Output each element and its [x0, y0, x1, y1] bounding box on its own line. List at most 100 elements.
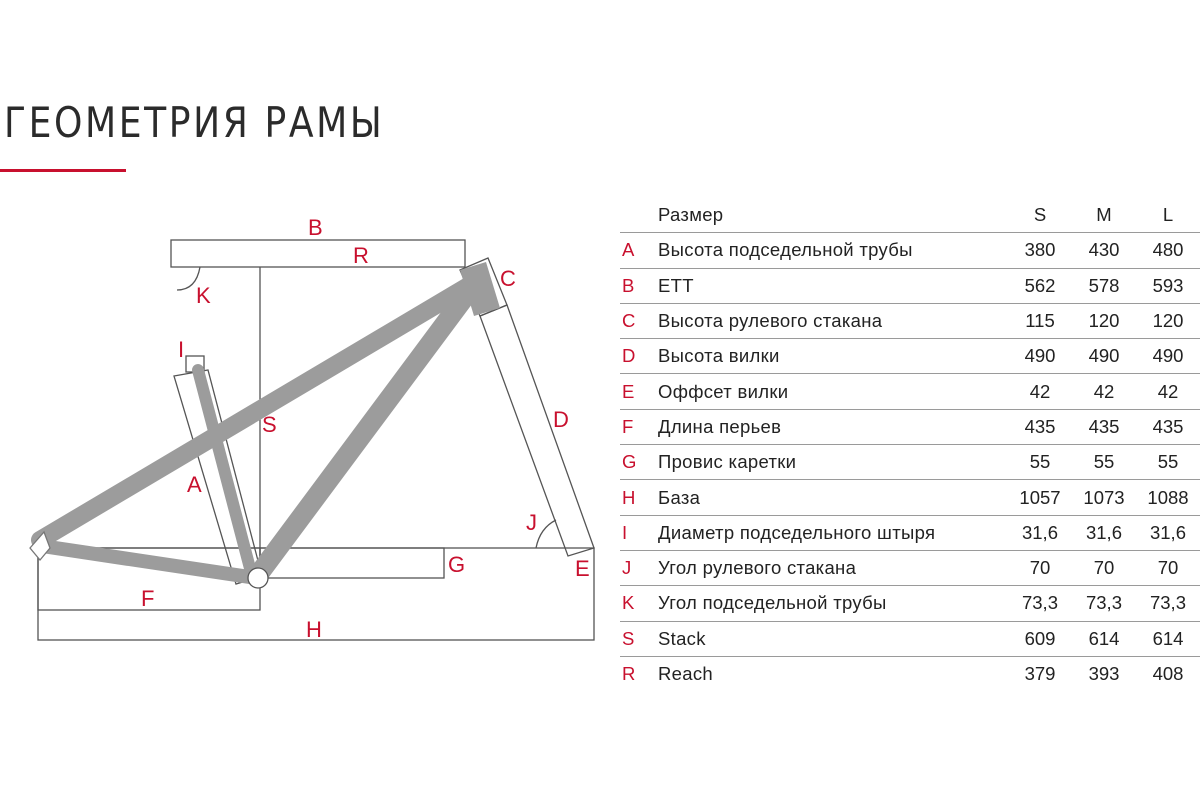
row-value-l: 73,3	[1136, 585, 1200, 622]
row-value-m: 55	[1072, 444, 1136, 481]
row-parameter-name: Оффсет вилки	[658, 373, 1008, 410]
row-value-l: 1088	[1136, 479, 1200, 516]
top-tube	[31, 276, 479, 549]
label-h: H	[306, 617, 322, 642]
header-size-m: M	[1072, 198, 1136, 234]
frame-geometry-diagram: B R C K I S D A J G E F H	[29, 215, 595, 642]
row-parameter-name: Высота рулевого стакана	[658, 303, 1008, 340]
row-value-m: 1073	[1072, 479, 1136, 516]
title-underline	[0, 169, 126, 172]
head-tube	[460, 262, 500, 316]
row-value-l: 120	[1136, 303, 1200, 340]
row-value-l: 480	[1136, 232, 1200, 269]
row-value-s: 42	[1008, 373, 1072, 410]
row-value-l: 70	[1136, 550, 1200, 587]
label-r: R	[353, 243, 369, 268]
seat-tube	[192, 364, 258, 582]
row-parameter-name: Высота вилки	[658, 338, 1008, 375]
table-row: R Reach 379 393 408	[620, 656, 1200, 691]
label-s: S	[262, 412, 277, 437]
row-value-s: 55	[1008, 444, 1072, 481]
row-value-m: 490	[1072, 338, 1136, 375]
row-value-s: 31,6	[1008, 515, 1072, 551]
row-value-s: 609	[1008, 621, 1072, 657]
label-a: A	[187, 472, 202, 497]
row-value-l: 55	[1136, 444, 1200, 481]
row-value-s: 380	[1008, 232, 1072, 269]
row-parameter-name: Reach	[658, 663, 713, 684]
row-value-l: 614	[1136, 621, 1200, 657]
row-parameter-name: Высота подседельной трубы	[658, 232, 1008, 269]
label-c: C	[500, 266, 516, 291]
row-letter: F	[620, 409, 658, 446]
row-value-m: 42	[1072, 373, 1136, 410]
row-value-s: 1057	[1008, 479, 1072, 516]
row-value-s: 115	[1008, 303, 1072, 340]
label-b: B	[308, 215, 323, 240]
row-parameter-name: Провис каретки	[658, 444, 1008, 481]
label-e: E	[575, 556, 590, 581]
header-letter-cell	[620, 198, 658, 234]
row-parameter-name: Угол рулевого стакана	[658, 550, 1008, 587]
dimension-b-box	[170, 239, 466, 268]
header-size-l: L	[1136, 198, 1200, 234]
row-value-s: 70	[1008, 550, 1072, 587]
row-value-m: 435	[1072, 409, 1136, 446]
row-letter: I	[620, 515, 658, 551]
label-k: K	[196, 283, 211, 308]
row-letter: K	[620, 585, 658, 622]
chain-stay	[35, 539, 263, 585]
label-f: F	[141, 586, 154, 611]
row-value-s: 490	[1008, 338, 1072, 375]
row-value-l: 490	[1136, 338, 1200, 375]
row-letter: E	[620, 373, 658, 410]
row-value-s: 73,3	[1008, 585, 1072, 622]
row-parameter-name: ETT	[658, 268, 1008, 304]
row-letter: H	[620, 479, 658, 516]
row-value-s: 379	[1024, 663, 1056, 684]
row-letter: R	[622, 663, 636, 684]
row-letter: S	[620, 621, 658, 657]
row-value-m: 393	[1088, 663, 1120, 684]
row-value-m: 120	[1072, 303, 1136, 340]
row-value-s: 435	[1008, 409, 1072, 446]
row-value-l: 31,6	[1136, 515, 1200, 551]
label-j: J	[526, 510, 537, 535]
row-value-m: 578	[1072, 268, 1136, 304]
table-header-row: Размер S M L	[620, 198, 1200, 234]
row-value-l: 408	[1152, 663, 1184, 684]
bb-drop-g-box	[259, 547, 445, 579]
label-i: I	[178, 337, 184, 362]
row-letter: G	[620, 444, 658, 481]
row-value-m: 73,3	[1072, 585, 1136, 622]
row-value-l: 42	[1136, 373, 1200, 410]
row-letter: B	[620, 268, 658, 304]
header-size-label: Размер	[658, 198, 1008, 234]
row-value-m: 70	[1072, 550, 1136, 587]
label-d: D	[553, 407, 569, 432]
row-parameter-name: Диаметр подседельного штыря	[658, 515, 1008, 551]
header-size-s: S	[1008, 198, 1072, 234]
row-value-m: 31,6	[1072, 515, 1136, 551]
rear-dropout	[29, 530, 51, 562]
angle-k-arc	[176, 266, 201, 291]
row-letter: D	[620, 338, 658, 375]
row-parameter-name: Длина перьев	[658, 409, 1008, 446]
row-value-m: 614	[1072, 621, 1136, 657]
row-value-l: 593	[1136, 268, 1200, 304]
page-title: ГЕОМЕТРИЯ РАМЫ	[4, 98, 385, 147]
row-parameter-name: Stack	[658, 621, 1008, 657]
